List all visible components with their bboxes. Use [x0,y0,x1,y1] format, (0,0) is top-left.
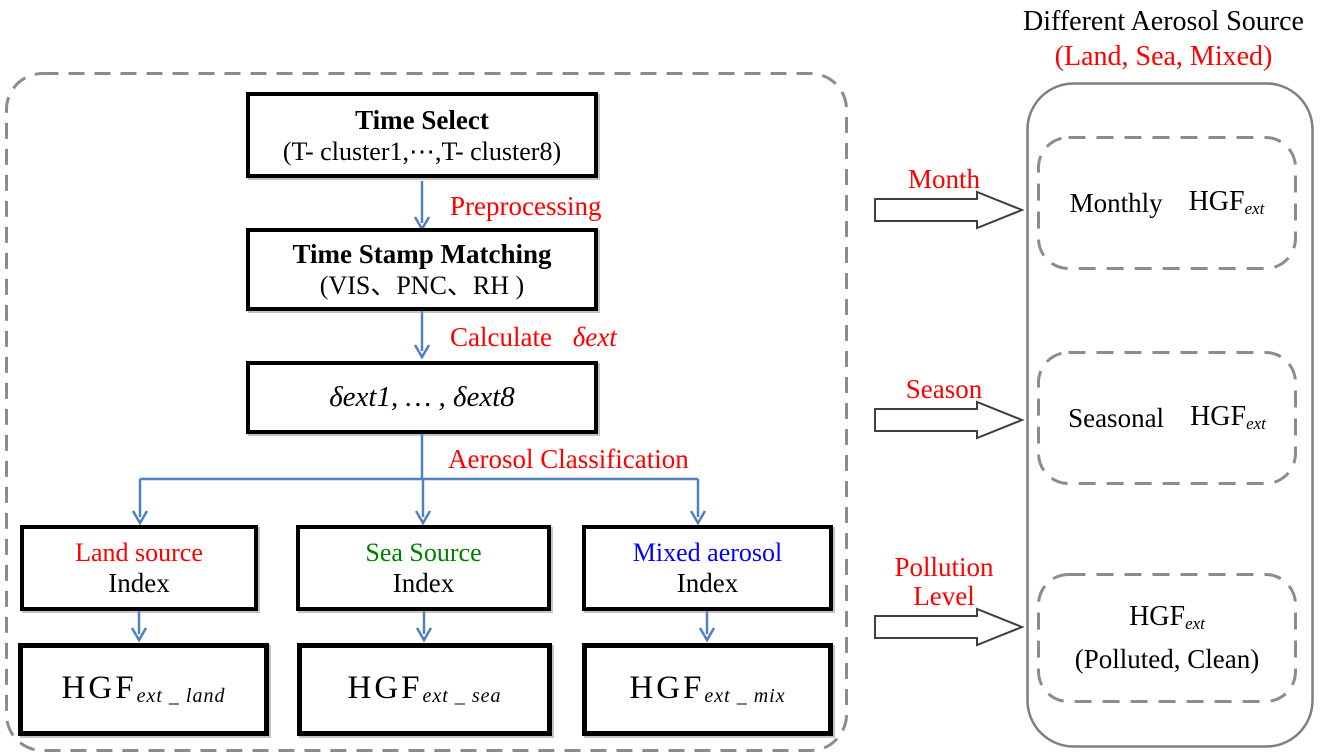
arrow-land-index-to-hgf [130,611,148,643]
calculate-label: Calculate δext [450,323,617,352]
mixed-source-label: Mixed aerosol [632,538,783,567]
monthly-hgf-result: Monthly HGFext [1038,137,1296,269]
pollution-caption: (Polluted, Clean) [1074,643,1260,674]
monthly-hgf-subscript: ext [1244,199,1265,219]
pollution-hgf-subscript: ext [1185,614,1205,634]
calculate-label-math: δext [572,322,617,352]
pollution-block-arrow [874,607,1025,647]
time-select-subtitle: (T- cluster1,⋯,T- cluster8) [282,136,562,166]
seasonal-hgf-formula: HGFext [1190,401,1266,434]
seasonal-result-outline [1037,351,1297,485]
pollution-arrow-label: Pollution Level [878,553,1010,611]
arrow-to-sea-index [414,479,432,526]
arrow-preprocessing [413,181,431,232]
calculate-label-word: Calculate [450,322,552,352]
classification-label: Aerosol Classification [448,444,689,474]
time-stamp-matching-box: Time Stamp Matching (VIS、PNC、RH ) [246,228,598,311]
land-index-label: Index [108,568,170,598]
output-panel-subtitle: (Land, Sea, Mixed) [1054,41,1273,72]
land-index-box: Land source Index [20,525,258,611]
arrow-to-land-index [131,479,149,526]
mixed-index-box: Mixed aerosol Index [582,525,833,611]
month-block-arrow [874,190,1025,230]
arrow-to-mixed-index [689,479,707,526]
hgf-land-box: HGFext _ land [18,643,269,736]
processing-container-outline [5,72,848,752]
arrow-mixed-index-to-hgf [698,611,716,643]
pollution-hgf-base: HGF [1129,601,1186,633]
pollution-hgf-formula: HGFext [1129,601,1205,634]
arrow-calculate [413,311,431,360]
seasonal-word: Seasonal [1068,402,1165,433]
hgf-mixed-box: HGFext _ mix [582,643,833,736]
sea-index-label: Index [392,568,455,598]
seasonal-hgf-result: Seasonal HGFext [1038,352,1296,484]
dext-text: δext1, … , δext8 [329,381,515,413]
monthly-hgf-formula: HGFext [1189,186,1265,219]
block-arrows [874,190,1025,647]
output-panel-outline [1026,82,1314,748]
season-block-arrow [874,400,1025,440]
preprocessing-label: Preprocessing [450,191,602,221]
time-select-title: Time Select [355,104,489,135]
time-stamp-title: Time Stamp Matching [292,239,552,269]
mixed-index-label: Index [676,568,739,598]
sea-index-box: Sea Source Index [296,525,551,611]
branch-rail [140,434,698,481]
pollution-arrow-label-line2: Level [913,581,975,611]
flow-arrows [130,181,716,643]
pollution-hgf-result: HGFext (Polluted, Clean) [1038,574,1296,702]
monthly-result-outline [1037,136,1297,270]
seasonal-hgf-base: HGF [1190,401,1247,433]
hgf-mixed-base: HGF [629,670,705,707]
seasonal-hgf-subscript: ext [1246,414,1266,434]
sea-source-label: Sea Source [365,538,482,567]
pollution-arrow-label-line1: Pollution [894,552,994,582]
hgf-land-formula: HGFext _ land [62,670,226,708]
hgf-mixed-formula: HGFext _ mix [629,670,785,708]
month-arrow-label: Month [907,164,980,194]
output-panel-title: Different Aerosol Source [1023,6,1304,37]
hgf-sea-base: HGF [347,670,423,707]
hgf-land-subscript: ext _ land [136,685,226,708]
season-arrow-label: Season [905,374,983,404]
hgf-mixed-subscript: ext _ mix [704,685,786,708]
hgf-sea-formula: HGFext _ sea [347,670,501,708]
time-select-box: Time Select (T- cluster1,⋯,T- cluster8) [246,92,598,178]
dext-box: δext1, … , δext8 [246,361,598,434]
land-source-label: Land source [75,538,203,567]
hgf-land-base: HGF [61,670,137,707]
arrow-sea-index-to-hgf [415,611,433,643]
monthly-hgf-base: HGF [1188,186,1245,218]
time-stamp-subtitle: (VIS、PNC、RH ) [319,271,525,300]
pollution-result-outline [1037,573,1297,703]
hgf-sea-box: HGFext _ sea [297,643,552,736]
hgf-sea-subscript: ext _ sea [422,685,502,708]
monthly-word: Monthly [1069,187,1163,218]
